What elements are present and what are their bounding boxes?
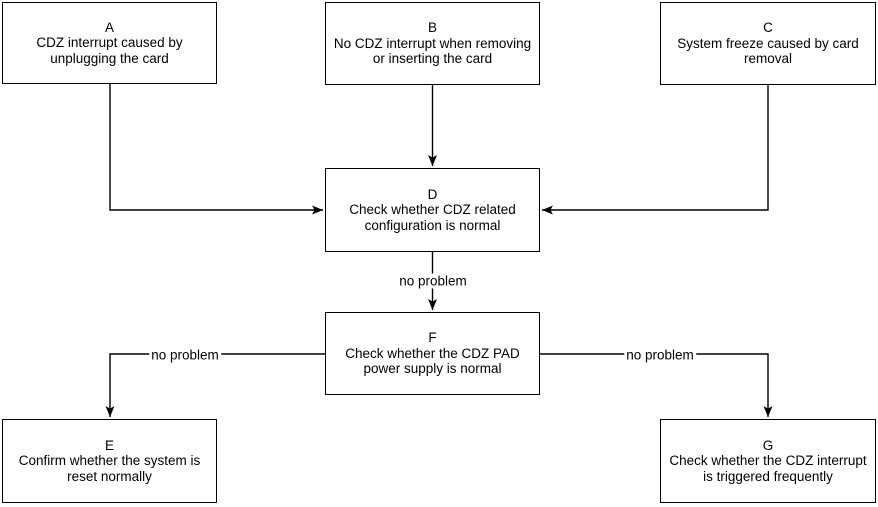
node-g-text: Check whether the CDZ interrupt is trigg… xyxy=(669,453,867,484)
node-a-text: CDZ interrupt caused by unplugging the c… xyxy=(36,35,183,66)
flowchart-node-a[interactable]: A CDZ interrupt caused by unplugging the… xyxy=(2,2,217,84)
flowchart-node-b[interactable]: B No CDZ interrupt when removing or inse… xyxy=(325,2,540,85)
edge-f-to-e xyxy=(105,353,325,417)
flowchart-node-f[interactable]: F Check whether the CDZ PAD power supply… xyxy=(325,312,540,395)
flowchart-node-c[interactable]: C System freeze caused by card removal xyxy=(660,2,876,85)
node-b-text: No CDZ interrupt when removing or insert… xyxy=(333,35,532,67)
node-f-text: Check whether the CDZ PAD power supply i… xyxy=(345,345,520,377)
flowchart-node-e[interactable]: E Confirm whether the system is reset no… xyxy=(2,419,217,503)
node-d-text: Check whether CDZ related configuration … xyxy=(349,202,516,233)
node-e-id: E xyxy=(104,437,114,453)
flowchart-node-g[interactable]: G Check whether the CDZ interrupt is tri… xyxy=(660,419,876,503)
node-f-id: F xyxy=(428,330,437,346)
node-e-text: Confirm whether the system is reset norm… xyxy=(18,453,201,484)
edge-a-to-d xyxy=(109,84,323,215)
node-a-id: A xyxy=(104,19,114,35)
node-c-id: C xyxy=(763,20,773,36)
edge-label-f-to-g: no problem xyxy=(624,347,696,363)
node-c-text: System freeze caused by card removal xyxy=(677,35,859,67)
node-g-id: G xyxy=(762,437,774,453)
node-b-id: B xyxy=(427,20,437,36)
edge-label-d-to-f: no problem xyxy=(397,273,469,289)
node-d-id: D xyxy=(427,186,438,202)
edge-c-to-d xyxy=(542,85,769,215)
edge-f-to-g xyxy=(540,353,773,417)
edge-label-f-to-e: no problem xyxy=(149,347,221,363)
flowchart-node-d[interactable]: D Check whether CDZ related configuratio… xyxy=(325,168,540,252)
